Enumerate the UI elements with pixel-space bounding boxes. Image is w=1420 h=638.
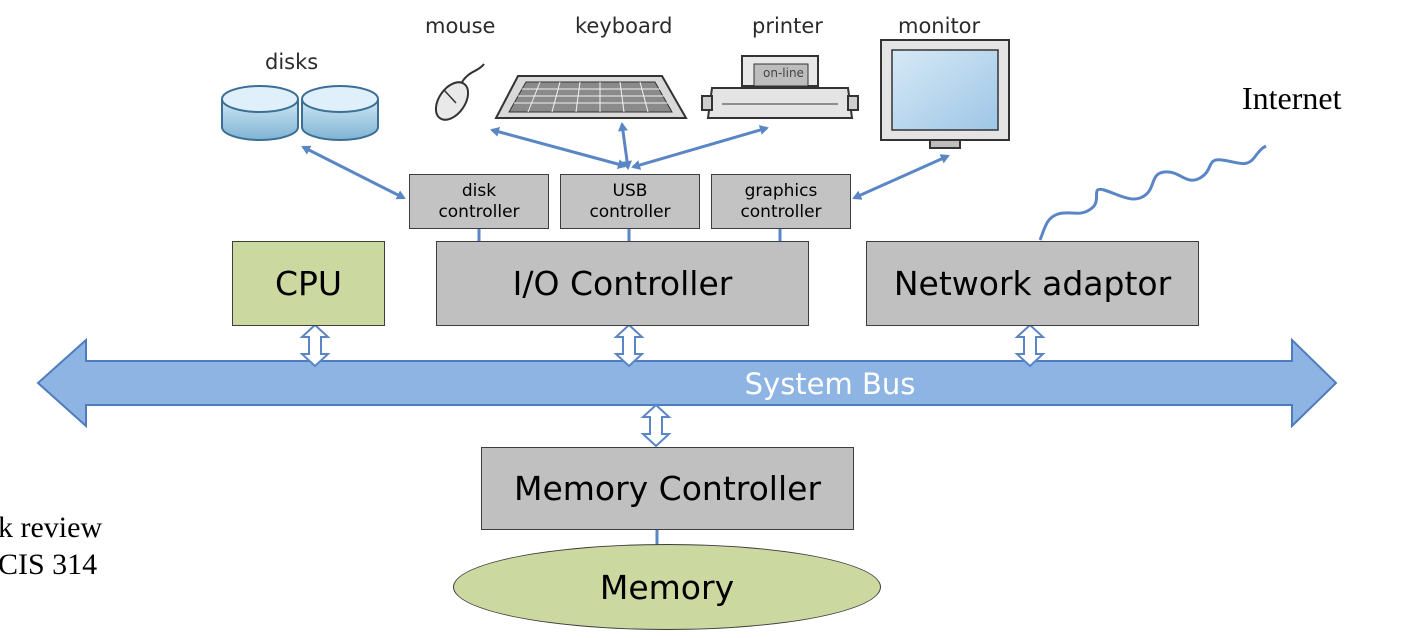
usb-controller-label: USB controller (589, 180, 671, 222)
internet-label: Internet (1242, 80, 1342, 116)
cpu-block: CPU (232, 241, 385, 326)
mouse-label: mouse (425, 14, 496, 38)
io-controller-label: I/O Controller (512, 264, 733, 303)
disks-icon (221, 85, 379, 141)
system-bus-label: System Bus (744, 367, 916, 401)
side-text-line1: k review (0, 511, 103, 544)
disks-label: disks (265, 50, 319, 74)
cpu-bus-connector (299, 323, 331, 368)
memory-bus-connector (640, 403, 672, 448)
side-text-line2: CIS 314 (0, 548, 98, 581)
network-adaptor-block: Network adaptor (866, 241, 1199, 326)
monitor-icon (880, 39, 1010, 149)
usb-controller: USB controller (560, 174, 700, 229)
network-adaptor-label: Network adaptor (893, 264, 1172, 303)
memory-label: Memory (599, 567, 735, 607)
printer-icon (701, 55, 859, 119)
keyboard-label: keyboard (575, 14, 673, 38)
graphics-controller: graphics controller (711, 174, 851, 229)
disk-controller: disk controller (409, 174, 549, 229)
disk-controller-label: disk controller (438, 180, 520, 222)
printer-panel-label: on-line (763, 66, 804, 80)
system-bus-arrow (36, 337, 1338, 429)
memory-controller-label: Memory Controller (513, 469, 822, 508)
mouse-icon (434, 63, 485, 121)
memory-ellipse: Memory (453, 544, 881, 630)
monitor-label: monitor (898, 14, 981, 38)
network-bus-connector (1014, 323, 1046, 368)
cpu-label: CPU (274, 264, 343, 303)
printer-label: printer (752, 14, 823, 38)
keyboard-icon (494, 75, 688, 119)
memory-controller-block: Memory Controller (481, 447, 854, 530)
controller-links (477, 229, 782, 545)
graphics-controller-label: graphics controller (740, 180, 822, 222)
internet-link-line (1038, 144, 1267, 241)
device-arrows (301, 122, 950, 200)
io-bus-connector (613, 323, 645, 368)
io-controller-block: I/O Controller (436, 241, 809, 326)
